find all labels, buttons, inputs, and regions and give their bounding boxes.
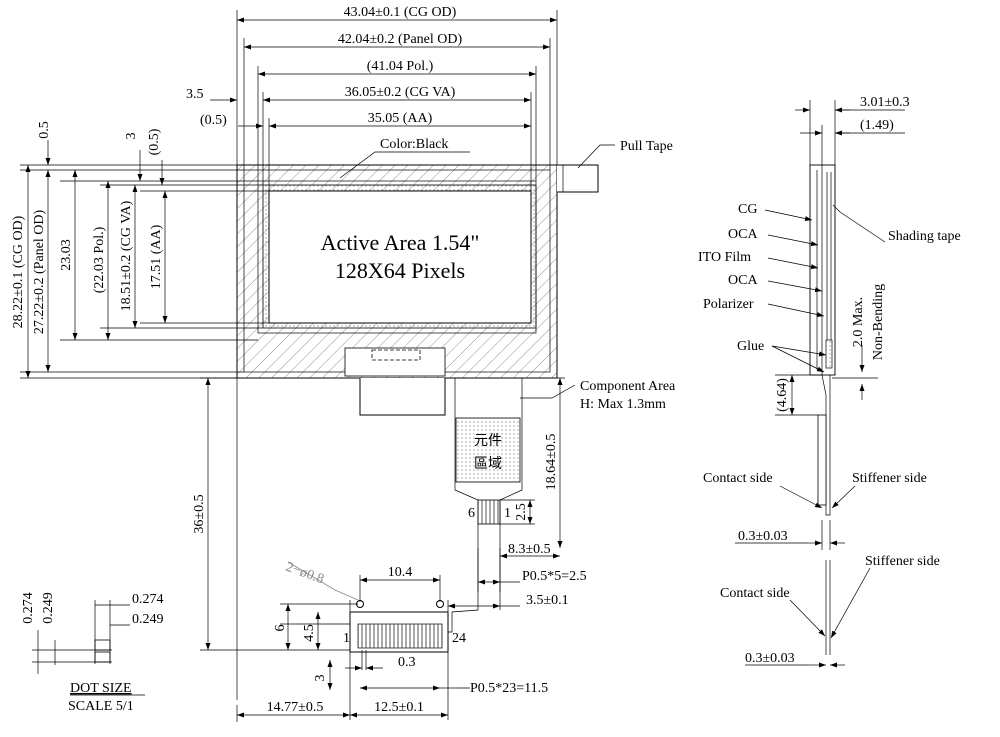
dim-18-64: 18.64±0.5 bbox=[544, 434, 559, 491]
dim-cg-va-width: 36.05±0.2 (CG VA) bbox=[345, 85, 456, 100]
side-dim-1-49: (1.49) bbox=[860, 118, 894, 133]
fpc-contact-small bbox=[477, 499, 501, 525]
dim-p05x23: P0.5*23=11.5 bbox=[470, 681, 548, 696]
dim-12-5: 12.5±0.1 bbox=[374, 700, 424, 715]
fpc-tail bbox=[359, 378, 446, 416]
contact-side-label-2: Contact side bbox=[720, 586, 790, 601]
pull-tape bbox=[557, 164, 599, 193]
left-dimensions: 28.22±0.1 (CG OD) 27.22±0.2 (Panel OD) 2… bbox=[11, 121, 350, 651]
dot-0-249-h: 0.249 bbox=[132, 612, 164, 627]
pin-24-label: 24 bbox=[452, 631, 466, 646]
dim-cg-va-height: 18.51±0.2 (CG VA) bbox=[119, 200, 134, 311]
dim-3-5: 3.5 bbox=[186, 87, 204, 102]
dim-3-fpc: 3 bbox=[313, 675, 328, 682]
dim-3-5-fpc: 3.5±0.1 bbox=[526, 593, 569, 608]
hole-label: 2−ø0.8 bbox=[284, 560, 326, 588]
component-area bbox=[455, 417, 521, 483]
dim-23-03: 23.03 bbox=[59, 239, 74, 271]
active-area bbox=[268, 190, 532, 324]
front-view: Active Area 1.54" 128X64 Pixels Pull Tap… bbox=[236, 137, 676, 720]
fpc-dimensions: 18.64±0.5 2.5 8.3±0.5 P0.5*5=2.5 3.5±0.1… bbox=[236, 377, 587, 722]
side-dim-3-01: 3.01±0.3 bbox=[860, 95, 910, 110]
dim-6: 6 bbox=[273, 625, 288, 632]
component-area-label: Component Area bbox=[580, 379, 676, 394]
stiffener-side-label-2: Stiffener side bbox=[865, 554, 940, 569]
dot-size-detail: 0.274 0.249 0.274 0.249 DOT SIZE SCALE 5… bbox=[21, 592, 164, 714]
dim-0-3-pin: 0.3 bbox=[398, 655, 416, 670]
fpc-pins bbox=[357, 623, 443, 649]
side-dim-4-64: (4.64) bbox=[775, 378, 790, 412]
pull-tape-label: Pull Tape bbox=[620, 139, 673, 154]
pin-1-small-label: 1 bbox=[504, 506, 511, 521]
dot-0-274-v: 0.274 bbox=[21, 592, 36, 624]
layer-cg: CG bbox=[738, 202, 757, 217]
dim-p05x5: P0.5*5=2.5 bbox=[522, 569, 587, 584]
layer-ito: ITO Film bbox=[698, 250, 751, 265]
dim-0-5-top: (0.5) bbox=[200, 113, 227, 128]
top-dimensions: 43.04±0.1 (CG OD) 42.04±0.2 (Panel OD) (… bbox=[186, 5, 558, 191]
layer-oca-2: OCA bbox=[728, 273, 758, 288]
dim-4-5: 4.5 bbox=[302, 624, 317, 642]
dim-3-left: 3 bbox=[124, 133, 139, 140]
pin-1-label: 1 bbox=[343, 631, 350, 646]
dim-8-3: 8.3±0.5 bbox=[508, 542, 551, 557]
contact-side-label-1: Contact side bbox=[703, 471, 773, 486]
dim-cg-od-width: 43.04±0.1 (CG OD) bbox=[344, 5, 457, 20]
dim-36: 36±0.5 bbox=[192, 494, 207, 533]
component-height-label: H: Max 1.3mm bbox=[580, 397, 666, 412]
layer-polarizer: Polarizer bbox=[703, 297, 754, 312]
dim-2-5: 2.5 bbox=[514, 503, 529, 521]
side-dim-0-3b: 0.3±0.03 bbox=[745, 651, 795, 666]
dim-0-5-left: 0.5 bbox=[37, 121, 52, 139]
dim-panel-od-width: 42.04±0.2 (Panel OD) bbox=[338, 32, 463, 47]
pixel-count-label: 128X64 Pixels bbox=[335, 258, 465, 283]
dim-panel-od-height: 27.22±0.2 (Panel OD) bbox=[32, 210, 47, 335]
bend-max-label: 2.0 Max. bbox=[851, 297, 866, 347]
layer-glue: Glue bbox=[737, 339, 764, 354]
dot-0-249-v: 0.249 bbox=[41, 592, 56, 624]
dim-aa-height: 17.51 (AA) bbox=[149, 224, 164, 289]
dim-cg-od-height: 28.22±0.1 (CG OD) bbox=[11, 215, 26, 328]
dot-scale: SCALE 5/1 bbox=[68, 699, 134, 714]
dim-14-77: 14.77±0.5 bbox=[267, 700, 324, 715]
stiffener-side-label-1: Stiffener side bbox=[852, 471, 927, 486]
component-cjk-2: 區域 bbox=[474, 456, 502, 472]
component-cjk-1: 元件 bbox=[474, 433, 502, 449]
dim-0-5b-left: (0.5) bbox=[147, 128, 162, 155]
shading-tape-label: Shading tape bbox=[888, 229, 961, 244]
dot-size-title: DOT SIZE bbox=[70, 681, 132, 696]
active-area-label: Active Area 1.54" bbox=[321, 230, 480, 255]
dim-pol-width: (41.04 Pol.) bbox=[367, 59, 434, 74]
dot-0-274-h: 0.274 bbox=[132, 592, 164, 607]
dim-aa-width: 35.05 (AA) bbox=[368, 111, 433, 126]
side-dim-0-3a: 0.3±0.03 bbox=[738, 529, 788, 544]
non-bending-label: Non-Bending bbox=[871, 284, 886, 360]
layer-oca-1: OCA bbox=[728, 227, 758, 242]
dim-10-4: 10.4 bbox=[388, 565, 413, 580]
side-view: 3.01±0.3 (1.49) CG OCA ITO Film OCA Pola… bbox=[698, 95, 961, 668]
color-label: Color:Black bbox=[380, 137, 448, 152]
pin-6-label: 6 bbox=[468, 506, 475, 521]
dim-pol-height: (22.03 Pol.) bbox=[92, 226, 107, 293]
